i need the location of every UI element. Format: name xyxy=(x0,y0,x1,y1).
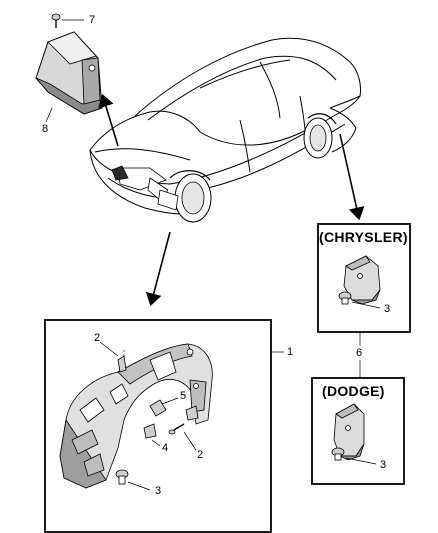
push-pin-part-3-dodge xyxy=(331,447,345,461)
screw-part-7 xyxy=(51,13,84,28)
front-wheel xyxy=(169,170,212,223)
callout-7: 7 xyxy=(89,14,96,26)
screw-part-2-bottom xyxy=(168,423,185,435)
leader-3c xyxy=(345,457,377,465)
callout-8: 8 xyxy=(42,123,49,135)
push-pin-part-3-box xyxy=(115,469,129,485)
chrysler-box xyxy=(317,223,411,333)
leader-3a xyxy=(127,481,151,491)
leader-2a xyxy=(99,341,119,357)
dodge-mud-flap xyxy=(333,403,365,461)
fastener-part-2-top xyxy=(117,355,127,373)
callout-3-dodge: 3 xyxy=(380,459,387,471)
fender-liner xyxy=(59,343,213,489)
leader-3b xyxy=(351,301,381,309)
engine-detail xyxy=(111,165,179,211)
leader-4 xyxy=(151,439,161,447)
arrow-to-mud-flap xyxy=(339,133,365,221)
leader-2b xyxy=(183,431,197,451)
callout-5: 5 xyxy=(180,390,187,402)
arrow-to-part-8 xyxy=(98,93,119,147)
leader-8 xyxy=(45,107,53,123)
callout-4: 4 xyxy=(162,442,169,454)
dodge-label: (DODGE) xyxy=(322,383,385,399)
callout-6: 6 xyxy=(356,347,363,359)
leader-5 xyxy=(161,397,179,405)
push-pin-part-3-chrysler xyxy=(338,291,352,305)
rear-wheel xyxy=(303,113,337,159)
chrysler-mud-flap xyxy=(343,255,381,305)
callout-2-bottom: 2 xyxy=(197,449,204,461)
callout-2-top: 2 xyxy=(94,332,101,344)
callout-3-box: 3 xyxy=(155,485,162,497)
arrow-to-fender-liner xyxy=(145,231,171,307)
callout-1: 1 xyxy=(287,346,294,358)
clip-part-4 xyxy=(143,423,157,439)
chrysler-label: (CHRYSLER) xyxy=(319,229,408,245)
callout-3-chrysler: 3 xyxy=(384,303,391,315)
splash-shield-part-8 xyxy=(35,31,103,115)
